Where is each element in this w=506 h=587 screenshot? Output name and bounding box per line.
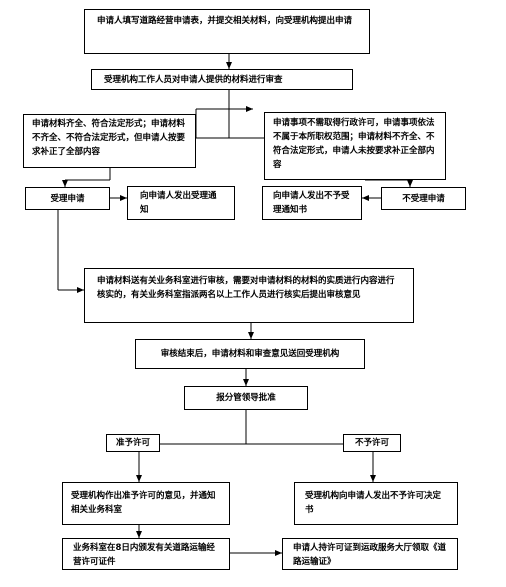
node-deny-decision: 受理机构向申请人发出不予许可决定书 — [294, 482, 458, 525]
node-grant-decision-text: 受理机构作出准予许可的意见，并通知相关业务科室 — [71, 491, 216, 515]
node-review-text: 受理机构工作人员对申请人提供的材料进行审查 — [104, 75, 283, 85]
node-approve-leader-text: 报分管领导批准 — [216, 393, 276, 403]
node-complete-text: 申请材料齐全、符合法定形式；申请材料不齐全、不符合法定形式，但申请人按要求补正了… — [32, 119, 186, 157]
node-incomplete-text: 申请事项不需取得行政许可，申请事项依法不属于本所职权范围；申请材料不齐全、不符合… — [273, 118, 435, 170]
node-apply-text: 申请人填写道路经营申请表，并提交相关材料，向受理机构提出申请 — [97, 16, 353, 26]
node-collect-cert-text: 申请人持许可证到运政服务大厅领取《道路运输证》 — [293, 543, 447, 567]
node-issue-cert: 业务科室在8日内颁发有关道路运输经营许可证件 — [62, 538, 230, 570]
node-notify-accept: 向申请人发出受理通知 — [127, 186, 235, 220]
node-substantive-text: 申请材料送有关业务科室进行审核，需要对申请材料的材料的实质进行内容进行核实的，有… — [97, 276, 395, 300]
node-notify-reject: 向申请人发出不予受理通知书 — [262, 186, 362, 220]
node-complete: 申请材料齐全、符合法定形式；申请材料不齐全、不符合法定形式，但申请人按要求补正了… — [23, 114, 196, 168]
node-deny-decision-text: 受理机构向申请人发出不予许可决定书 — [305, 491, 442, 515]
node-review: 受理机构工作人员对申请人提供的材料进行审查 — [91, 69, 353, 90]
node-grant-decision: 受理机构作出准予许可的意见，并通知相关业务科室 — [62, 482, 230, 525]
node-incomplete: 申请事项不需取得行政许可，申请事项依法不属于本所职权范围；申请材料不齐全、不符合… — [264, 112, 446, 180]
node-notify-accept-text: 向申请人发出受理通知 — [140, 191, 217, 215]
node-deny-text: 不予许可 — [354, 438, 389, 448]
node-notify-reject-text: 向申请人发出不予受理通知书 — [273, 191, 350, 215]
node-apply: 申请人填写道路经营申请表，并提交相关材料，向受理机构提出申请 — [84, 9, 370, 54]
node-substantive: 申请材料送有关业务科室进行审核，需要对申请材料的材料的实质进行内容进行核实的，有… — [84, 268, 414, 323]
node-reject: 不受理申请 — [381, 187, 466, 210]
node-grant-text: 准予许可 — [115, 438, 150, 448]
node-return: 审核结束后，申请材料和审查意见送回受理机构 — [135, 339, 365, 369]
node-issue-cert-text: 业务科室在8日内颁发有关道路运输经营许可证件 — [73, 543, 215, 567]
node-return-text: 审核结束后，申请材料和审查意见送回受理机构 — [160, 349, 340, 359]
node-accept: 受理申请 — [25, 187, 110, 210]
node-deny: 不予许可 — [343, 434, 401, 452]
node-collect-cert: 申请人持许可证到运政服务大厅领取《道路运输证》 — [282, 538, 458, 570]
node-reject-text: 不受理申请 — [402, 193, 445, 204]
node-approve-leader: 报分管领导批准 — [184, 386, 308, 410]
node-grant: 准予许可 — [106, 434, 160, 452]
node-accept-text: 受理申请 — [50, 193, 85, 204]
